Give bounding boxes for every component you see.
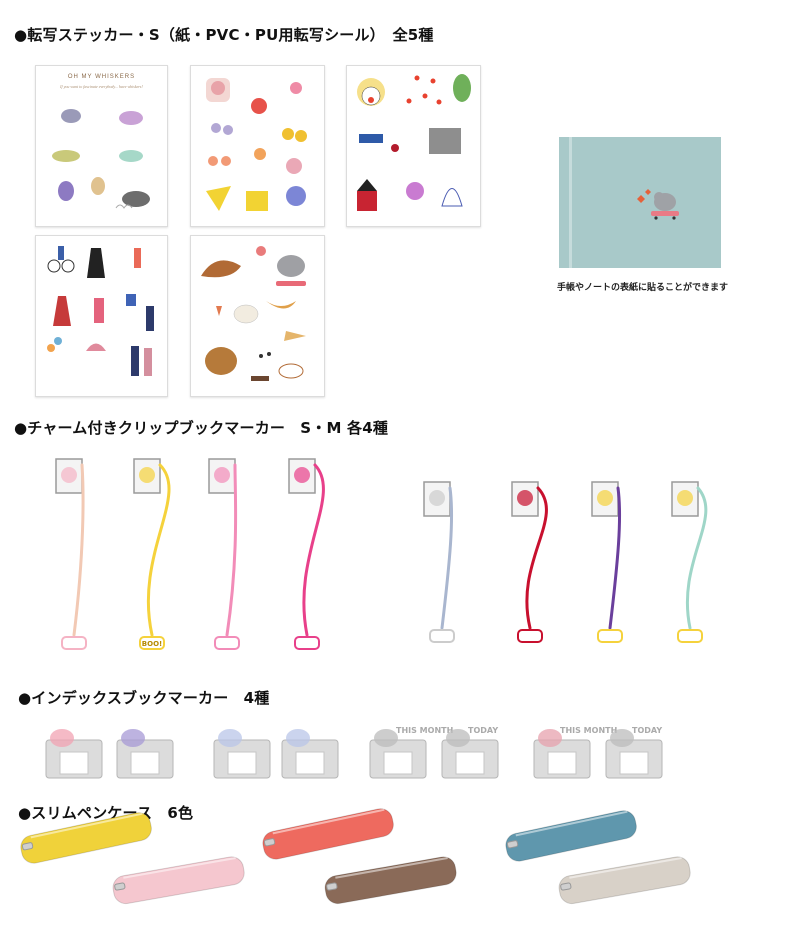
index-bookmark-label: THIS MONTH — [396, 726, 454, 735]
index-bookmark-art — [45, 729, 103, 779]
index-bookmark-label: THIS MONTH — [560, 726, 618, 735]
stickers-heading: ●転写ステッカー・S（紙・PVC・PU用転写シール） 全5種 — [14, 26, 434, 44]
clip-bookmark-1[interactable] — [52, 455, 112, 665]
index-bookmark-label: TODAY — [632, 726, 663, 735]
sticker-sheet-cats[interactable]: OH MY WHISKERS If you want to fascinate … — [35, 65, 168, 227]
index-bookmark-art — [281, 729, 339, 779]
charm-figure — [677, 490, 693, 506]
bookmark-cord — [608, 486, 622, 630]
pen-case-art — [505, 810, 637, 862]
pen-case-2[interactable] — [108, 848, 254, 916]
bookmark-cord — [225, 463, 238, 637]
clip-bookmark-art — [55, 458, 87, 650]
sticker-sheet-dogs[interactable] — [190, 235, 325, 397]
index-bookmark-label: TODAY — [468, 726, 499, 735]
bookmark-cord — [146, 463, 171, 637]
charm-figure — [294, 467, 310, 483]
clip-bookmark-6[interactable] — [508, 478, 568, 658]
pen-case-3[interactable] — [257, 799, 403, 871]
index-bookmark-art — [213, 729, 271, 779]
bookmark-cord — [440, 486, 454, 630]
bookmark-cord — [685, 486, 708, 630]
cat-stickers-art — [52, 109, 150, 209]
pen-case-art — [262, 808, 394, 860]
dog-stickers-art — [201, 246, 306, 381]
clip-bookmark-art — [671, 481, 708, 643]
end-charm — [139, 636, 165, 650]
index-bookmark-2-left[interactable] — [212, 720, 274, 786]
clip-bookmark-8[interactable] — [668, 478, 728, 658]
bookmark-cord — [525, 486, 548, 630]
clip-bookmark-3[interactable] — [205, 455, 265, 665]
index-bookmark-2-right[interactable] — [280, 720, 342, 786]
clip-bookmark-art — [208, 458, 240, 650]
pen-case-6[interactable] — [554, 848, 700, 916]
note-cover-photo — [559, 137, 721, 268]
pen-case-art — [324, 856, 457, 905]
clip-bookmark-4[interactable] — [285, 455, 345, 665]
index-bookmark-4-right[interactable]: TODAY — [604, 720, 666, 786]
clip-bookmark-art — [591, 481, 623, 643]
index-bookmark-3-right[interactable]: TODAY — [440, 720, 502, 786]
index-bookmark-4-left[interactable]: THIS MONTH — [532, 720, 617, 786]
end-charm — [294, 636, 320, 650]
sticker-sheet-subtitle: If you want to fascinate everybody... ha… — [60, 84, 143, 89]
charm-frame — [133, 458, 161, 494]
pen-case-art — [20, 812, 152, 864]
clip-bookmark-art — [511, 481, 548, 643]
clip-bookmark-art: BOO! — [133, 458, 171, 650]
clip-bookmark-7[interactable] — [588, 478, 648, 658]
end-charm — [597, 629, 623, 643]
pen-case-5[interactable] — [500, 801, 646, 873]
end-charm — [214, 636, 240, 650]
sticker-sheet-flowers[interactable] — [190, 65, 325, 227]
index-bookmark-art — [533, 729, 591, 779]
clip-bookmark-art — [423, 481, 455, 643]
doodle-stickers-art — [357, 74, 471, 211]
pen-case-4[interactable] — [320, 848, 466, 916]
end-charm-label: BOO! — [142, 640, 162, 648]
clip-bookmark-2[interactable]: BOO! — [130, 455, 190, 665]
sticker-sheet-doodles[interactable] — [346, 65, 481, 227]
index-bookmark-1-right[interactable] — [115, 720, 177, 786]
index-bookmark-art — [116, 729, 174, 779]
index-bookmark-art — [369, 729, 427, 779]
flower-stickers-art — [206, 78, 307, 211]
index-bookmarks-heading: ●インデックスブックマーカー 4種 — [18, 689, 270, 707]
index-bookmark-1-left[interactable] — [44, 720, 106, 786]
index-bookmark-art — [605, 729, 663, 779]
cover-spine — [569, 137, 572, 268]
clip-bookmarks-heading: ●チャーム付きクリップブックマーカー S・M 各4種 — [14, 419, 389, 437]
charm-frame — [288, 458, 316, 494]
end-charm — [61, 636, 87, 650]
sticker-sheet-people[interactable] — [35, 235, 168, 397]
end-charm — [677, 629, 703, 643]
charm-figure — [517, 490, 533, 506]
pen-case-art — [112, 856, 245, 905]
charm-figure — [597, 490, 613, 506]
note-cover-caption: 手帳やノートの表紙に貼ることができます — [556, 283, 728, 293]
people-stickers-art — [47, 246, 154, 376]
charm-figure — [61, 467, 77, 483]
charm-frame — [511, 481, 539, 517]
dog-sticker-on-cover — [637, 189, 679, 220]
bookmark-cord — [72, 463, 85, 637]
pen-case-art — [558, 856, 691, 905]
clip-bookmark-5[interactable] — [420, 478, 480, 658]
charm-figure — [429, 490, 445, 506]
charm-figure — [214, 467, 230, 483]
sticker-sheet-title: OH MY WHISKERS — [67, 74, 136, 80]
clip-bookmark-art — [288, 458, 325, 650]
bookmark-cord — [302, 463, 325, 637]
end-charm — [429, 629, 455, 643]
index-bookmark-3-left[interactable]: THIS MONTH — [368, 720, 453, 786]
pen-cases-heading: ●スリムペンケース 6色 — [18, 804, 194, 822]
charm-figure — [139, 467, 155, 483]
index-bookmark-art — [441, 729, 499, 779]
pen-case-1[interactable] — [15, 803, 161, 875]
end-charm — [517, 629, 543, 643]
